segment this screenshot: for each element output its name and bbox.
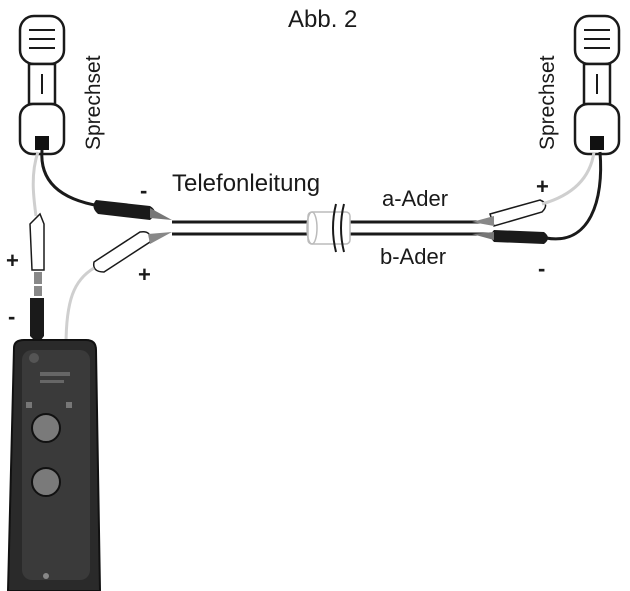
left-b-plus-sign: +: [138, 262, 151, 287]
right-headset-label: Sprechset: [536, 55, 559, 150]
left-headset-white-wire: [31, 151, 40, 217]
tester-black-probe-icon: [30, 286, 44, 344]
telephone-line-label: Telefonleitung: [172, 170, 321, 197]
left-white-clip-icon: [92, 230, 172, 273]
right-black-clip-icon: [472, 230, 548, 244]
right-headset-black-wire: [545, 151, 603, 241]
left-headset-black-wire: [40, 149, 101, 208]
figure-title: Abb. 2: [288, 6, 358, 33]
right-white-clip-icon: [472, 199, 547, 227]
left-headset-label: Sprechset: [82, 55, 105, 150]
left-white-wire-to-tester: [64, 266, 95, 347]
right-headset-white-wire: [541, 151, 596, 206]
left-a-minus-sign: -: [140, 178, 148, 203]
tester-white-probe-icon: [29, 212, 45, 284]
a-wire-label: a-Ader: [382, 186, 449, 211]
tester-minus-sign: -: [8, 304, 16, 329]
left-headset-icon: [18, 14, 66, 156]
right-b-minus-sign: -: [538, 256, 546, 281]
tester-plus-sign: +: [6, 248, 19, 273]
b-wire-label: b-Ader: [380, 244, 447, 269]
telephone-line: [172, 203, 488, 253]
right-headset-icon: [573, 14, 621, 156]
right-a-plus-sign: +: [536, 174, 549, 199]
line-tester-device: [6, 339, 102, 591]
left-black-clip-icon: [93, 200, 172, 220]
